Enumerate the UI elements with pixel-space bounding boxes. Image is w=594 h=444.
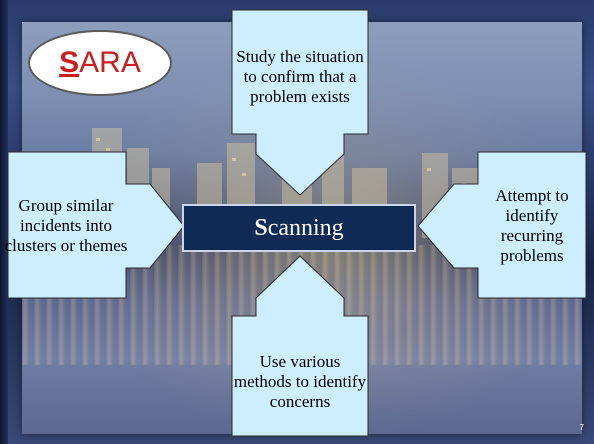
slide-frame-left bbox=[0, 0, 8, 444]
page-number: 7 bbox=[579, 423, 584, 432]
sara-badge-rest: ARA bbox=[79, 46, 141, 79]
top-arrow bbox=[231, 9, 369, 196]
right-arrow bbox=[417, 151, 587, 299]
top-arrow-text: Study the situation to confirm that a pr… bbox=[236, 47, 364, 106]
scanning-first-letter: S bbox=[254, 214, 268, 241]
left-arrow-text: Group similar incidents into clusters or… bbox=[4, 196, 128, 255]
bottom-arrow bbox=[231, 255, 369, 437]
scanning-rest: canning bbox=[267, 214, 344, 241]
right-arrow-text: Attempt to identify recurring problems bbox=[495, 186, 569, 265]
left-arrow bbox=[7, 151, 185, 299]
sara-badge-first-letter: S bbox=[59, 46, 80, 79]
bottom-arrow-text: Use various methods to identify concerns bbox=[233, 352, 367, 411]
